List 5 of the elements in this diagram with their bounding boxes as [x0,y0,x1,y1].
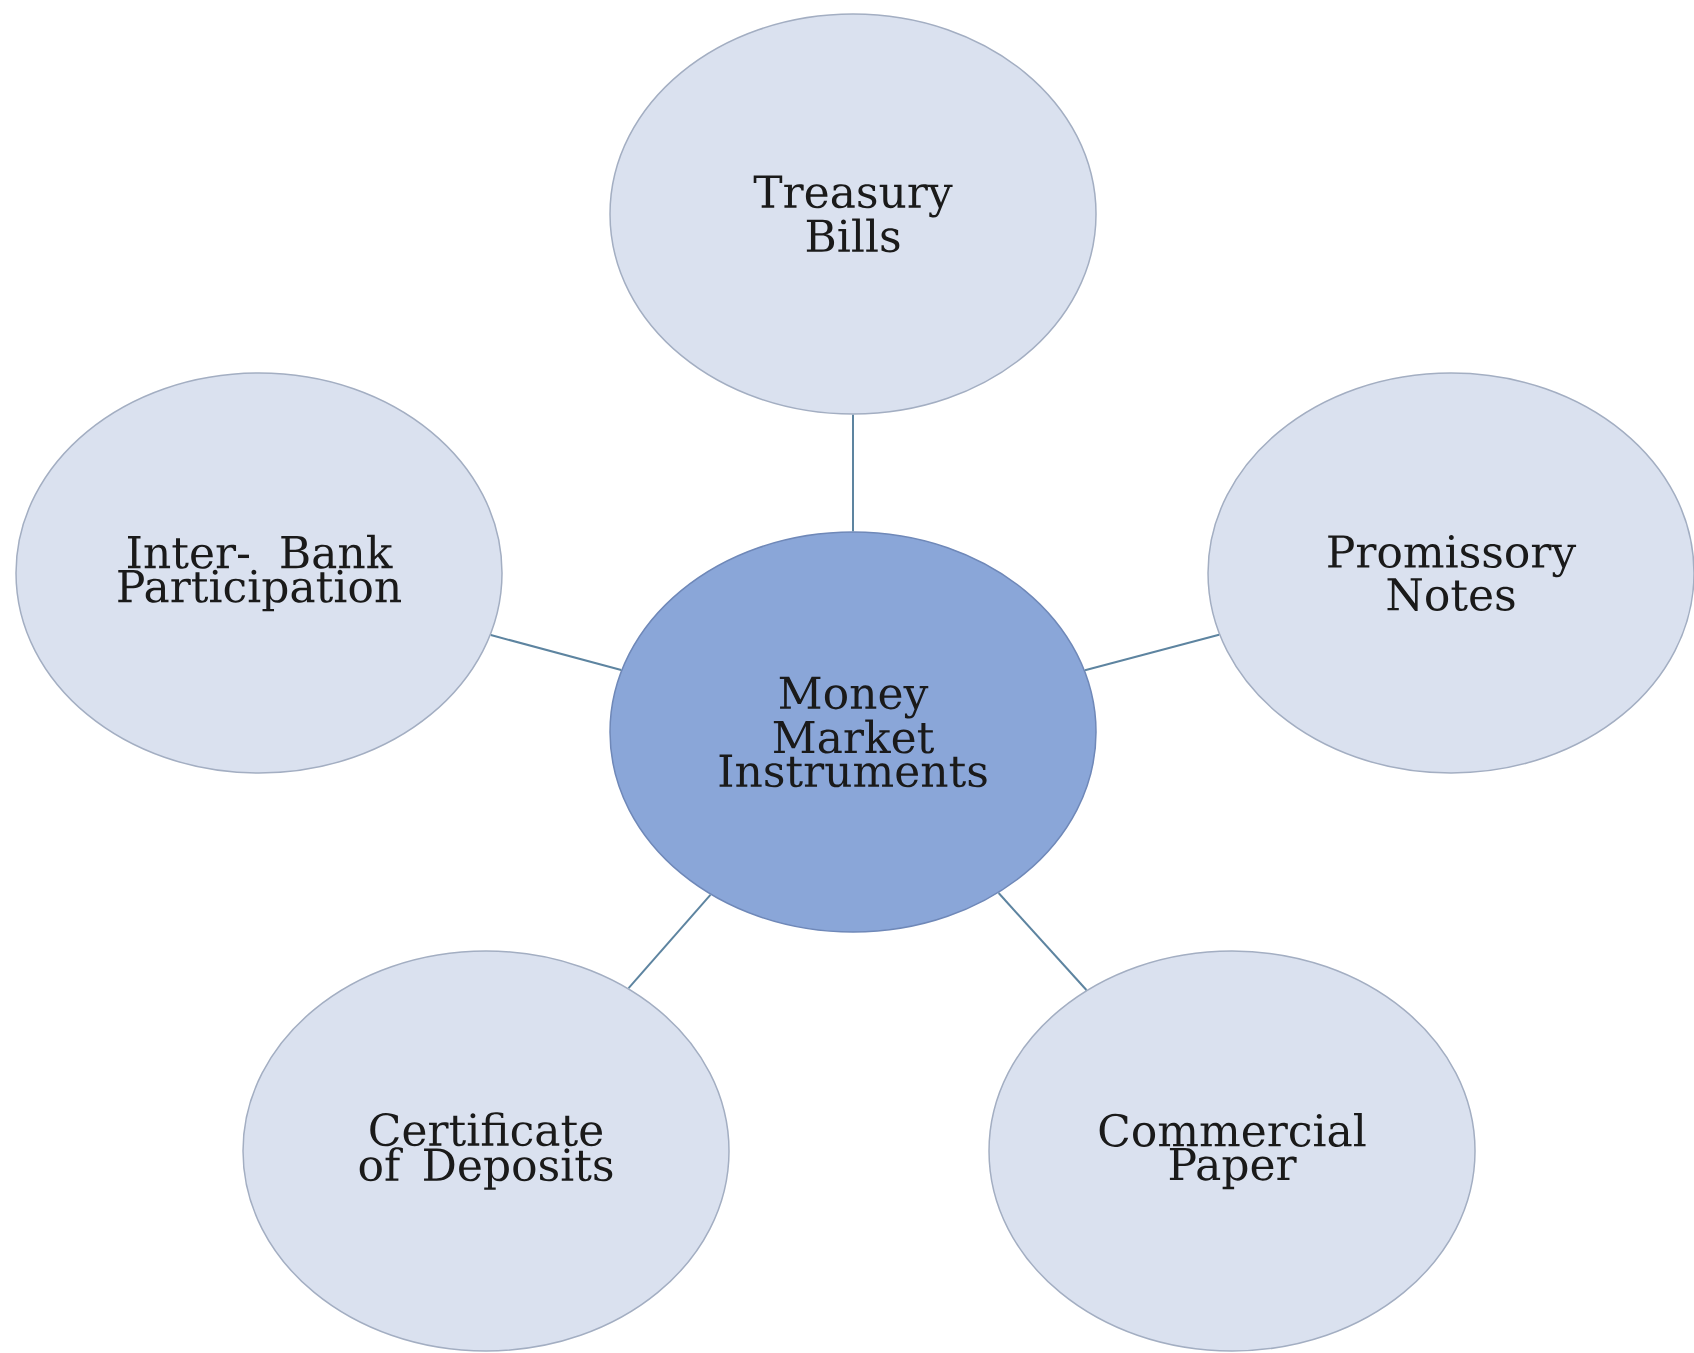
connector-line [852,413,854,533]
connector-line [997,892,1088,992]
connector-line [627,893,712,990]
connector-line [1083,633,1221,672]
connector-line [489,634,623,671]
